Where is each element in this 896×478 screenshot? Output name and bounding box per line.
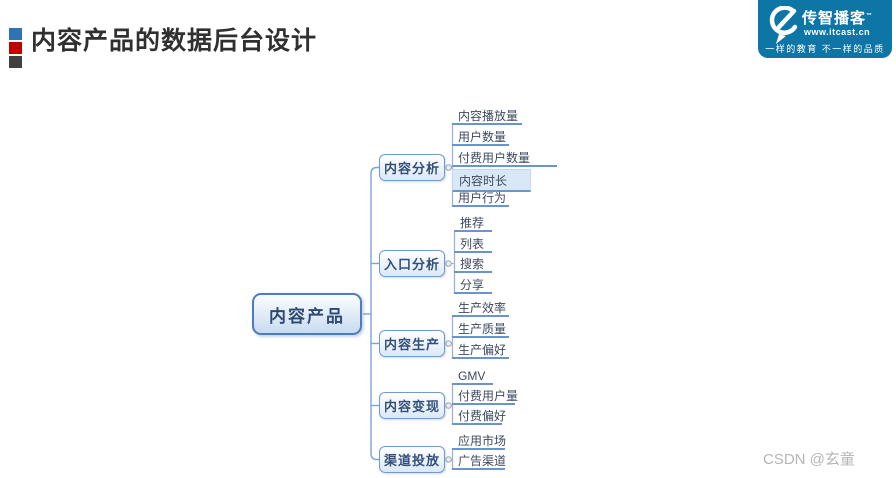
leaf-recommend[interactable]: 推荐 <box>454 216 492 232</box>
branch-node-entry-analysis[interactable]: 入口分析 <box>379 250 445 277</box>
logo-slogan: 一样的教育 不一样的品质 <box>765 44 885 54</box>
logo-url: www.itcast.cn <box>804 27 871 37</box>
collapse-handle-content-analysis[interactable] <box>445 164 452 171</box>
page-title: 内容产品的数据后台设计 <box>31 27 318 55</box>
title-bullet-red <box>9 42 22 54</box>
branch-node-content-production[interactable]: 内容生产 <box>379 330 445 357</box>
leaf-app-market[interactable]: 应用市场 <box>452 434 506 450</box>
leaf-search[interactable]: 搜索 <box>454 257 492 273</box>
branch-node-content-analysis[interactable]: 内容分析 <box>379 154 445 181</box>
logo-brand-label: 传智播客 <box>802 10 867 27</box>
collapse-handle-content-monetization[interactable] <box>445 402 452 409</box>
collapse-handle-entry-analysis[interactable] <box>445 260 452 267</box>
leaf-content-duration[interactable]: 内容时长 <box>452 169 531 192</box>
leaf-paying-user-count[interactable]: 付费用户数量 <box>452 151 557 167</box>
leaf-paying-user-volume[interactable]: 付费用户量 <box>452 389 518 405</box>
branch-node-channel-placement[interactable]: 渠道投放 <box>379 446 445 473</box>
collapse-handle-channel-placement[interactable] <box>445 456 452 463</box>
leaf-gmv[interactable]: GMV <box>452 369 493 385</box>
leaf-playback-volume[interactable]: 内容播放量 <box>452 109 522 125</box>
leaf-list[interactable]: 列表 <box>454 237 492 253</box>
root-node-content-product[interactable]: 内容产品 <box>252 293 362 335</box>
leaf-production-efficiency[interactable]: 生产效率 <box>452 301 509 317</box>
leaf-user-count[interactable]: 用户数量 <box>452 130 509 146</box>
title-bullet-blue <box>9 28 22 40</box>
leaf-user-behavior[interactable]: 用户行为 <box>452 191 509 207</box>
itcast-logo-icon <box>769 6 798 44</box>
leaf-payment-preference[interactable]: 付费偏好 <box>452 409 506 425</box>
logo-brand-text: 传智播客™ <box>802 7 873 28</box>
leaf-ad-channel[interactable]: 广告渠道 <box>452 454 506 470</box>
csdn-watermark: CSDN @玄童 <box>763 451 855 468</box>
collapse-handle-content-production[interactable] <box>445 340 452 347</box>
leaf-production-preference[interactable]: 生产偏好 <box>452 343 509 359</box>
leaf-share[interactable]: 分享 <box>454 278 492 294</box>
branch-node-content-monetization[interactable]: 内容变现 <box>379 392 445 419</box>
leaf-production-quality[interactable]: 生产质量 <box>452 322 509 338</box>
logo-trademark: ™ <box>866 13 874 19</box>
title-bullet-gray <box>9 56 22 68</box>
itcast-logo: 传智播客™ www.itcast.cn 一样的教育 不一样的品质 <box>758 0 892 58</box>
